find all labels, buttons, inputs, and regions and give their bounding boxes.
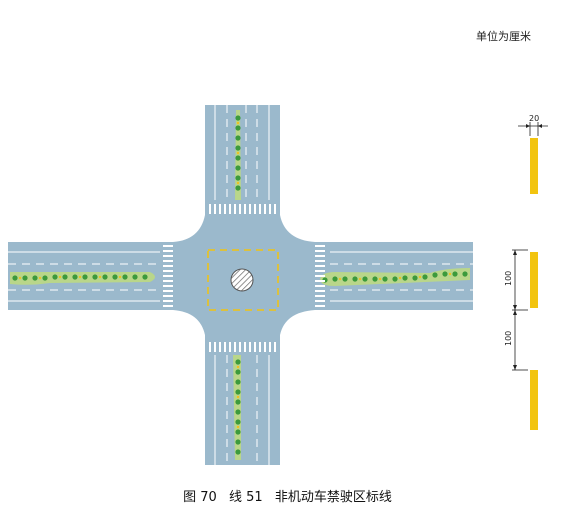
- west-median-trees: [12, 274, 148, 281]
- figure-caption: 图 70 线 51 非机动车禁驶区标线: [0, 486, 575, 505]
- line-detail: 20 100 100: [504, 114, 548, 430]
- caption-title: 非机动车禁驶区标线: [274, 490, 392, 505]
- center-hatched-circle: [230, 268, 254, 292]
- caption-figure-number: 图 70: [183, 490, 217, 505]
- dim-width-label: 20: [529, 114, 539, 123]
- dim-gap-lower-label: 100: [504, 331, 513, 346]
- north-median-trees: [235, 115, 241, 191]
- yellow-bar-bottom: [530, 370, 538, 430]
- caption-line-number: 线 51: [228, 490, 263, 505]
- road-south: [205, 320, 280, 465]
- unit-note: 单位为厘米: [476, 30, 531, 43]
- dim-gap-upper-label: 100: [504, 271, 513, 286]
- non-motor-prohibited-zone-line: [207, 249, 279, 311]
- south-median-trees: [235, 359, 241, 455]
- road-north: [205, 105, 280, 235]
- east-median-trees: [322, 271, 468, 283]
- yellow-bar-middle: [530, 252, 538, 308]
- yellow-bar-top: [530, 138, 538, 194]
